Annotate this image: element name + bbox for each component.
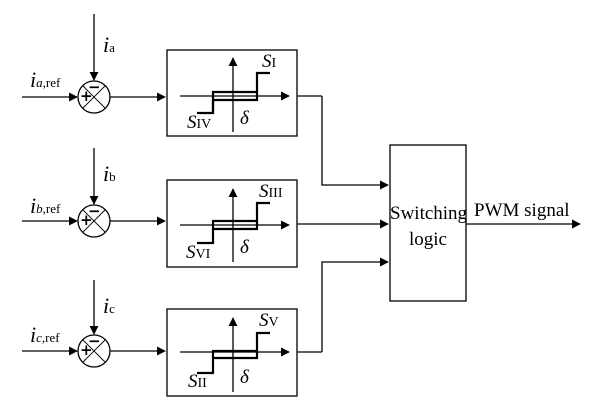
phase-b-plus-sign: + bbox=[80, 211, 93, 229]
switching-logic-line1: Switching bbox=[390, 203, 468, 224]
phase-b-minus-sign: − bbox=[88, 202, 101, 220]
phase-c-group bbox=[22, 257, 389, 397]
phase-c-hysteresis-loop bbox=[197, 331, 270, 375]
phase-c-state-low-label: SII bbox=[188, 371, 207, 392]
phase-c-minus-sign: − bbox=[88, 332, 101, 350]
phase-c-measured-label: ic bbox=[103, 293, 115, 318]
phase-b-measured-label: ib bbox=[103, 161, 116, 186]
phase-b-group bbox=[22, 148, 389, 268]
phase-a-minus-sign: − bbox=[88, 78, 101, 96]
phase-c-plus-sign: + bbox=[80, 341, 93, 359]
phase-b-reference-label: ib,ref bbox=[30, 193, 61, 218]
phase-a-reference-label: ia,ref bbox=[30, 67, 61, 92]
phase-a-plus-sign: + bbox=[80, 87, 93, 105]
phase-b-state-high-label: SIII bbox=[259, 181, 283, 202]
phase-c-state-high-label: SV bbox=[259, 310, 279, 331]
phase-b-hysteresis-loop bbox=[197, 201, 270, 245]
phase-a-state-high-label: SI bbox=[262, 51, 277, 72]
phase-b-band-label: δ bbox=[240, 237, 249, 258]
phase-c-reference-label: ic,ref bbox=[30, 322, 60, 347]
phase-a-state-low-label: SIV bbox=[187, 112, 212, 133]
phase-c-to-logic bbox=[321, 257, 389, 352]
phase-c-band-label: δ bbox=[240, 367, 249, 388]
phase-b-state-low-label: SVI bbox=[186, 242, 211, 263]
phase-a-to-logic bbox=[321, 96, 389, 190]
phase-a-hysteresis-loop bbox=[197, 71, 270, 115]
pwm-signal-label: PWM signal bbox=[474, 200, 570, 221]
switching-logic-line2: logic bbox=[409, 229, 447, 250]
phase-a-group bbox=[22, 14, 389, 190]
phase-a-band-label: δ bbox=[240, 108, 249, 129]
phase-a-measured-label: ia bbox=[103, 32, 115, 57]
switching-logic-block bbox=[389, 144, 467, 302]
